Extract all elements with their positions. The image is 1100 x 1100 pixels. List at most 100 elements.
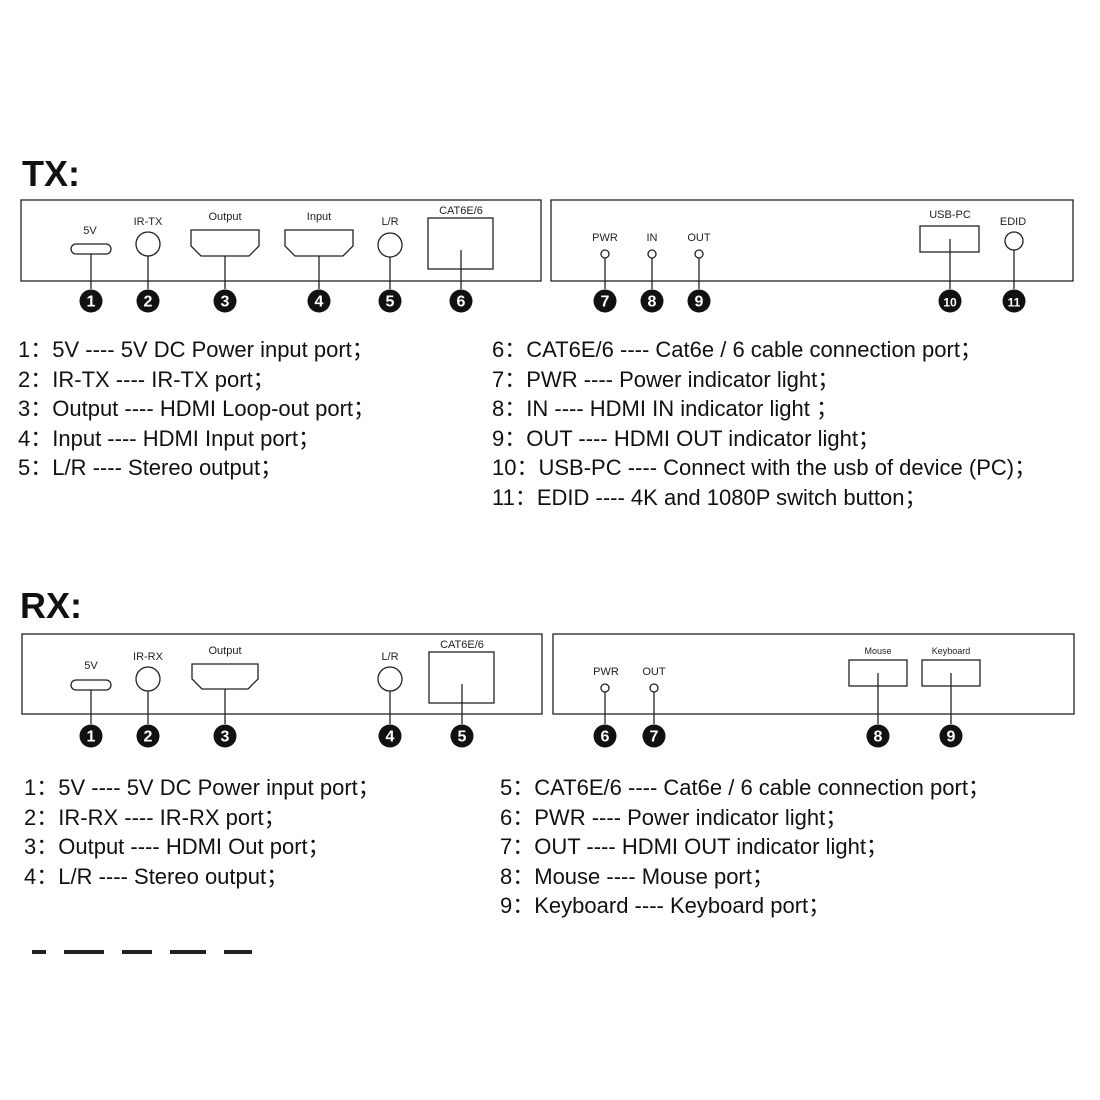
tx-marker-label-9: 9 — [695, 294, 704, 311]
rx-front-panel — [21, 633, 543, 715]
rx-label-output: Output — [208, 645, 241, 657]
rx-label-keyboard: Keyboard — [932, 646, 971, 656]
tx-marker-6 — [449, 289, 473, 313]
tx-list-left: 1：5V ---- 5V DC Power input port； 2：IR-T… — [18, 335, 375, 483]
tx-marker-label-1: 1 — [87, 294, 96, 311]
tx-list-right: 6：CAT6E/6 ---- Cat6e / 6 cable connectio… — [492, 335, 1036, 512]
rx-marker-label-3: 3 — [221, 729, 230, 746]
list-item: 11：EDID ---- 4K and 1080P switch button； — [492, 484, 927, 510]
tx-marker-2 — [136, 289, 160, 313]
tx-heading: TX: — [22, 153, 80, 194]
list-item: 2：IR-TX ---- IR-TX port； — [18, 366, 275, 392]
rx-marker-label-2: 2 — [144, 729, 153, 746]
tx-label-cat6: CAT6E/6 — [439, 205, 483, 217]
tx-marker-label-4: 4 — [315, 294, 324, 311]
rx-heading: RX: — [20, 585, 82, 626]
list-item: 1：5V ---- 5V DC Power input port； — [18, 337, 374, 362]
tx-marker-10 — [938, 289, 962, 313]
rx-marker-9 — [939, 724, 963, 748]
rx-hdmi-output-icon — [191, 663, 259, 690]
list-item: 8：Mouse ---- Mouse port； — [500, 863, 774, 889]
tx-hdmi-input-icon — [284, 229, 354, 257]
tx-marker-1 — [79, 289, 103, 313]
list-item: 4：Input ---- HDMI Input port； — [18, 425, 320, 451]
tx-marker-label-3: 3 — [221, 294, 230, 311]
rx-marker-label-9: 9 — [947, 729, 956, 746]
tx-marker-4 — [307, 289, 331, 313]
list-item: 2：IR-RX ---- IR-RX port； — [24, 804, 286, 830]
tx-label-5v: 5V — [83, 225, 97, 237]
tx-label-input: Input — [307, 211, 331, 223]
tx-marker-3 — [213, 289, 237, 313]
rx-marker-3 — [213, 724, 237, 748]
tx-marker-label-8: 8 — [648, 294, 657, 311]
rx-marker-label-8: 8 — [874, 729, 883, 746]
tx-marker-11 — [1002, 289, 1026, 313]
tx-panel-diagram: 5V IR-TX Output Input L/R CAT6E/6 PWR IN… — [20, 199, 1074, 313]
rx-marker-label-5: 5 — [458, 729, 467, 746]
tx-marker-label-2: 2 — [144, 294, 153, 311]
list-item: 5：CAT6E/6 ---- Cat6e / 6 cable connectio… — [500, 775, 990, 800]
tx-label-usbpc: USB-PC — [929, 209, 971, 221]
tx-marker-5 — [378, 289, 402, 313]
rx-irrx-jack-icon — [135, 666, 161, 692]
rx-marker-label-1: 1 — [87, 729, 96, 746]
tx-label-edid: EDID — [1000, 216, 1026, 228]
rx-5v-port-icon — [70, 679, 112, 691]
list-item: 9：OUT ---- HDMI OUT indicator light； — [492, 425, 880, 451]
rx-marker-8 — [866, 724, 890, 748]
rx-panel-diagram: 5V IR-RX Output L/R CAT6E/6 PWR OUT Mous… — [21, 633, 1075, 748]
tx-marker-9 — [687, 289, 711, 313]
tx-marker-8 — [640, 289, 664, 313]
list-item: 9：Keyboard ---- Keyboard port； — [500, 893, 831, 918]
list-item: 7：PWR ---- Power indicator light； — [492, 366, 840, 392]
list-item: 7：OUT ---- HDMI OUT indicator light； — [500, 834, 888, 859]
list-item: 6：PWR ---- Power indicator light； — [500, 804, 848, 830]
list-item: 3：Output ---- HDMI Loop-out port； — [18, 396, 376, 421]
rx-label-mouse: Mouse — [864, 646, 891, 656]
tx-marker-label-10: 10 — [943, 296, 957, 310]
list-item: 5：L/R ---- Stereo output； — [18, 455, 283, 480]
rx-marker-label-4: 4 — [386, 729, 395, 746]
tx-marker-label-7: 7 — [601, 294, 610, 311]
tx-label-out: OUT — [687, 232, 711, 244]
tx-front-panel — [20, 199, 542, 282]
rx-label-cat6: CAT6E/6 — [440, 639, 484, 651]
list-item: 10：USB-PC ---- Connect with the usb of d… — [492, 455, 1037, 480]
rx-pwr-led-icon — [600, 683, 610, 693]
tx-hdmi-output-icon — [190, 229, 260, 257]
tx-label-irtx: IR-TX — [134, 216, 163, 228]
rx-lr-jack-icon — [377, 666, 403, 692]
list-item: 6：CAT6E/6 ---- Cat6e / 6 cable connectio… — [492, 337, 982, 362]
rx-label-5v: 5V — [84, 660, 98, 672]
tx-marker-label-11: 11 — [1008, 296, 1021, 310]
rx-marker-1 — [79, 724, 103, 748]
tx-label-output: Output — [208, 211, 241, 223]
tx-label-pwr: PWR — [592, 232, 618, 244]
rx-marker-4 — [378, 724, 402, 748]
tx-rear-panel — [550, 199, 1074, 282]
rx-marker-7 — [642, 724, 666, 748]
rx-list-left: 1：5V ---- 5V DC Power input port； 2：IR-R… — [24, 773, 380, 891]
rx-marker-6 — [593, 724, 617, 748]
tx-label-lr: L/R — [381, 216, 398, 228]
rx-label-out: OUT — [642, 666, 666, 678]
rx-label-pwr: PWR — [593, 666, 619, 678]
list-item: 3：Output ---- HDMI Out port； — [24, 834, 330, 859]
rx-marker-2 — [136, 724, 160, 748]
rx-list-right: 5：CAT6E/6 ---- Cat6e / 6 cable connectio… — [500, 773, 990, 921]
rx-marker-label-6: 6 — [601, 729, 610, 746]
tx-label-in: IN — [647, 232, 658, 244]
tx-marker-7 — [593, 289, 617, 313]
tx-marker-label-5: 5 — [386, 294, 395, 311]
list-item: 1：5V ---- 5V DC Power input port； — [24, 775, 380, 800]
rx-label-irrx: IR-RX — [133, 651, 164, 663]
rx-rear-panel — [552, 633, 1075, 715]
rx-out-led-icon — [649, 683, 659, 693]
rx-marker-label-7: 7 — [650, 729, 659, 746]
list-item: 8：IN ---- HDMI IN indicator light ； — [492, 396, 838, 421]
cropped-heading-fragment — [20, 950, 280, 962]
rx-marker-5 — [450, 724, 474, 748]
list-item: 4：L/R ---- Stereo output； — [24, 863, 289, 889]
tx-marker-label-6: 6 — [457, 294, 466, 311]
